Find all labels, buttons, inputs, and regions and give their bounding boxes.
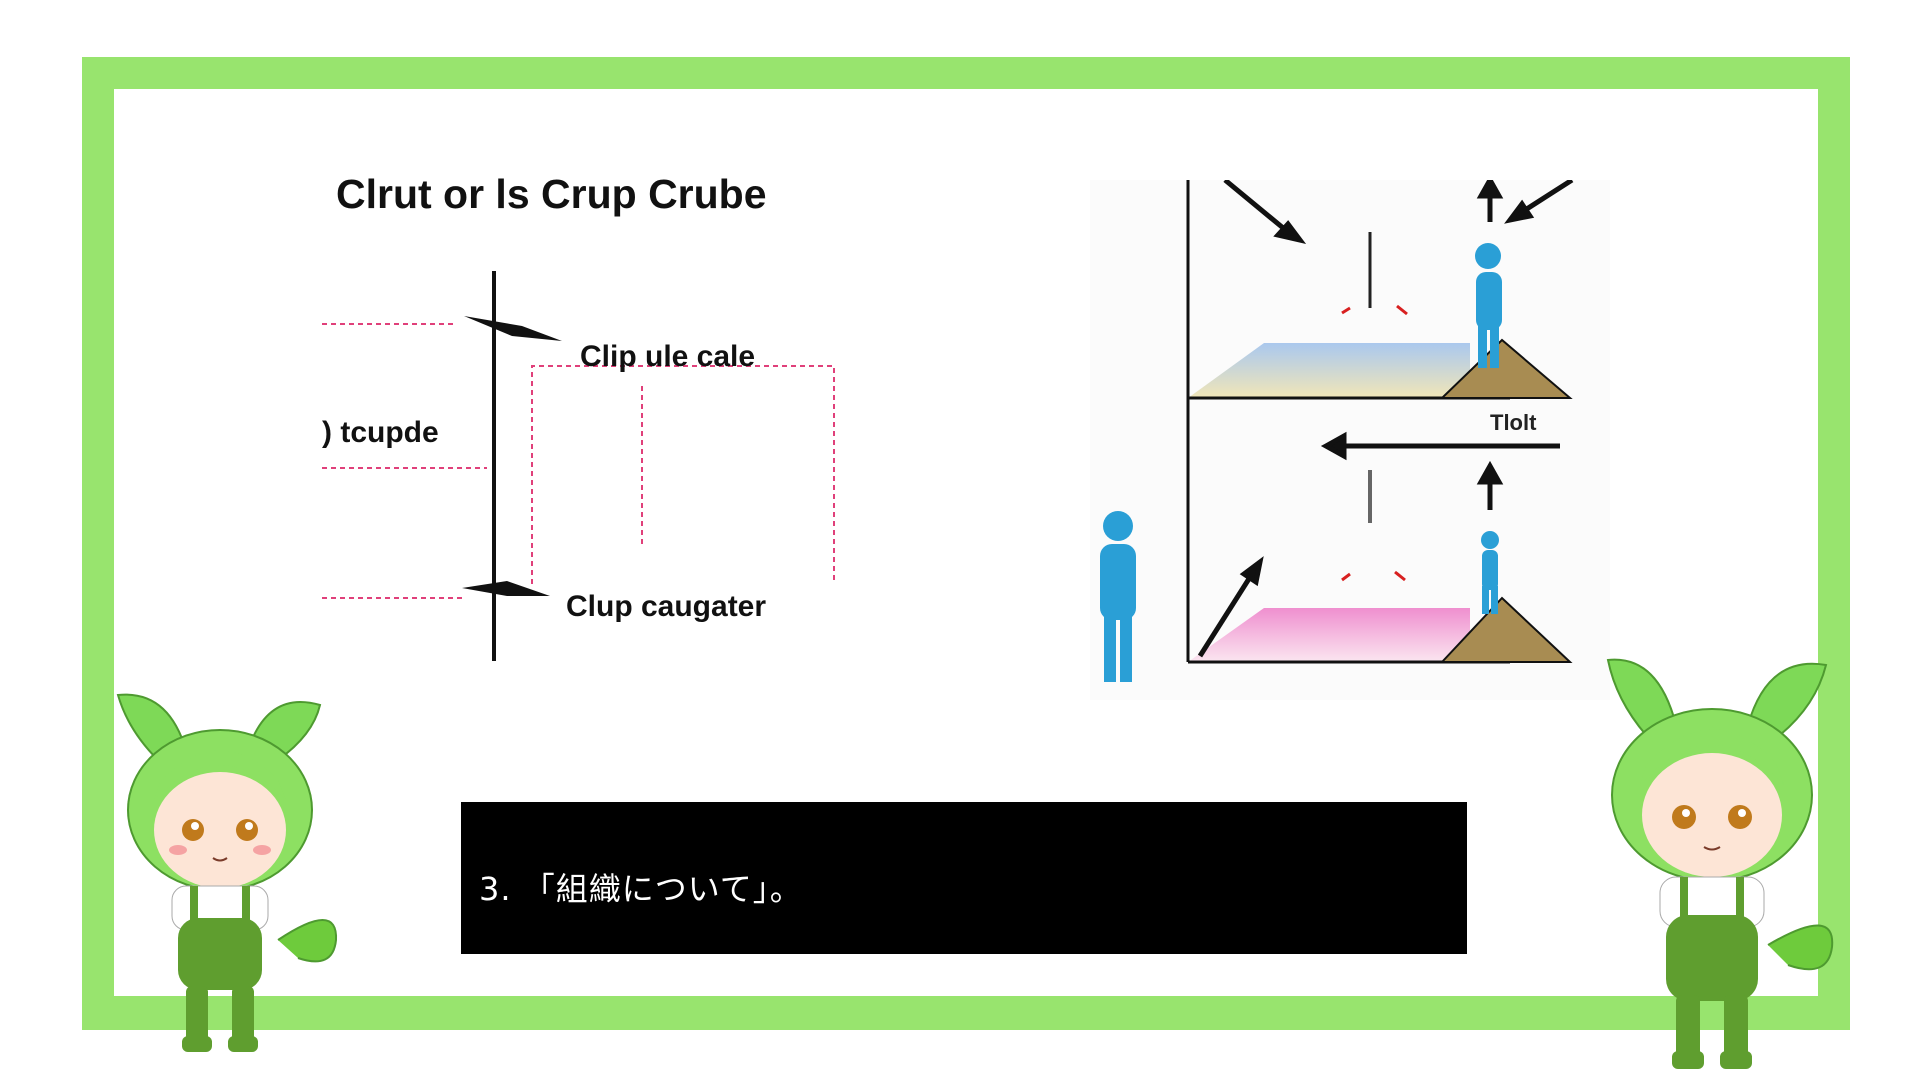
upper-platform xyxy=(1188,343,1470,398)
upper-marker xyxy=(464,316,562,341)
lower-ramp xyxy=(1439,596,1573,663)
lower-platform xyxy=(1188,608,1470,662)
label-top: Clip ule cale xyxy=(580,340,755,373)
left-diagram: Clrut or ls Crup Crube Clip ule cale ) t… xyxy=(322,171,838,696)
subtitle-text: 3. 「組織について」。 xyxy=(479,870,803,908)
subtitle-bar: 3. 「組織について」。 xyxy=(461,802,1467,954)
dashed-box xyxy=(531,365,835,584)
arrows xyxy=(1197,174,1574,658)
upper-ramp xyxy=(1439,338,1573,399)
label-bottom: Clup caugater xyxy=(566,590,766,623)
person-figure-bottom xyxy=(1481,531,1499,614)
right-diagram: Tlolt xyxy=(1090,174,1610,700)
person-figure-left xyxy=(1100,511,1136,682)
left-diagram-title: Clrut or ls Crup Crube xyxy=(336,176,767,217)
mascot-left xyxy=(108,690,348,1060)
red-ticks xyxy=(1341,304,1408,582)
mascot-right xyxy=(1588,655,1838,1075)
lower-marker xyxy=(462,581,550,596)
person-figure-top xyxy=(1475,243,1502,368)
label-left: ) tcupde xyxy=(322,416,439,449)
diagram-label: Tlolt xyxy=(1490,410,1537,435)
